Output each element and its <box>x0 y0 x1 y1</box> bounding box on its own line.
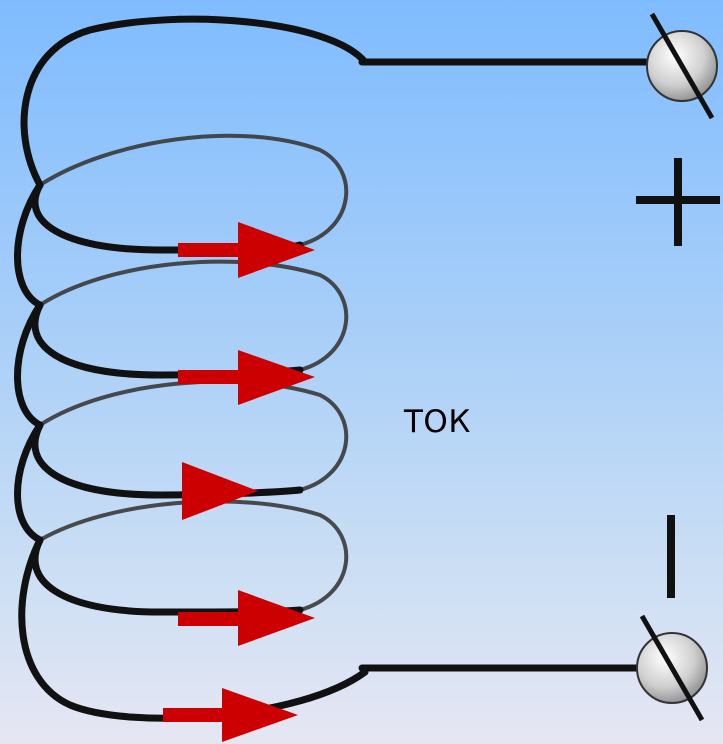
coil-back-strokes <box>38 133 349 612</box>
terminal-positive <box>646 12 718 120</box>
current-arrow <box>178 350 315 405</box>
coil-front-strokes <box>14 15 369 722</box>
plus-sign-icon <box>636 158 720 246</box>
current-arrows <box>163 222 315 742</box>
lead-wires <box>358 58 654 672</box>
current-arrow <box>182 462 258 520</box>
terminal-negative <box>636 614 708 722</box>
current-arrow <box>163 688 298 742</box>
current-label: ТОК <box>404 404 471 440</box>
current-arrow <box>178 590 315 646</box>
current-arrow <box>178 222 315 278</box>
